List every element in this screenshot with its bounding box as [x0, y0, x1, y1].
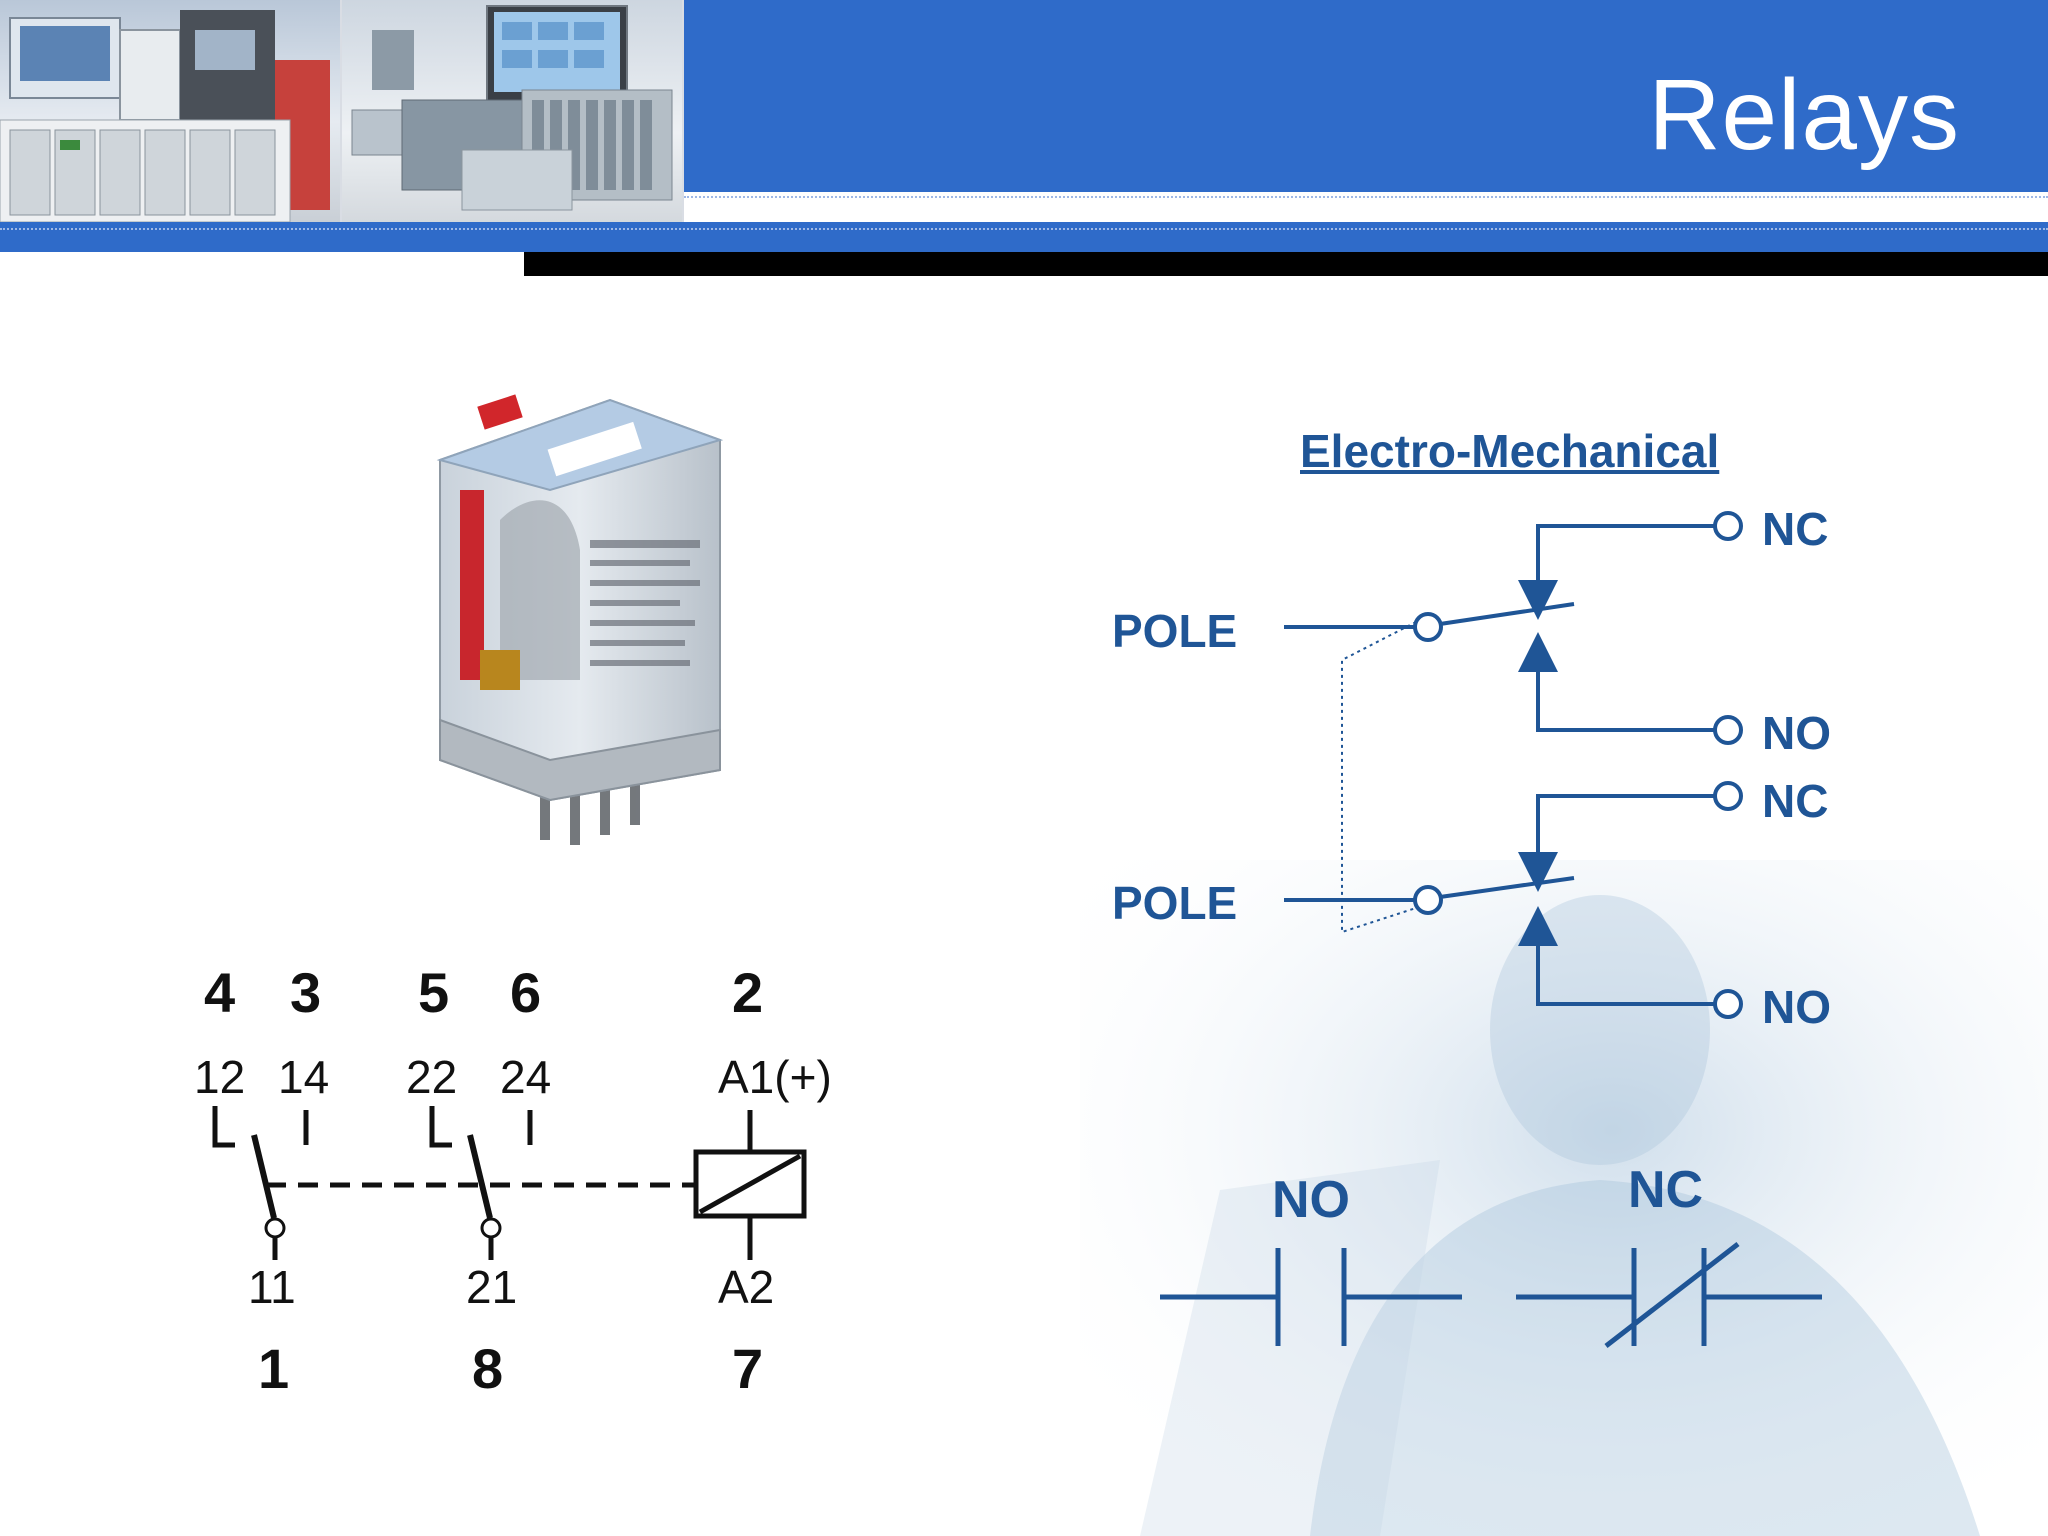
terminal-label: 21	[466, 1261, 518, 1313]
nc-symbol-label: NC	[1628, 1161, 1704, 1219]
nc-terminal-wire	[212, 1106, 235, 1148]
contact-label-no: NO	[1762, 981, 1831, 1033]
no-terminal	[1713, 715, 1743, 745]
nc-terminal	[1713, 511, 1743, 541]
dotted-rule	[684, 196, 2048, 198]
plc-modules-photo	[342, 0, 684, 222]
mechanical-link	[1341, 621, 1417, 934]
contact-blade	[251, 1134, 277, 1219]
pin-number: 4	[204, 961, 236, 1024]
pin-number: 3	[290, 961, 322, 1024]
terminal-label: A1(+)	[718, 1051, 832, 1103]
plc-modules-image	[351, 5, 673, 211]
dotted-rule	[0, 228, 2048, 230]
header-blue-strip	[0, 222, 2048, 252]
pin-number: 1	[258, 1337, 290, 1400]
electro-mechanical-diagram: Electro-Mechanical POLE POLE NC NO NC NO	[1090, 420, 1990, 1060]
contact-pivot	[480, 1217, 502, 1239]
ladder-symbols-drawing	[1160, 1242, 1822, 1348]
terminal-label: 24	[500, 1051, 552, 1103]
contact-label-nc: NC	[1762, 775, 1829, 827]
pin-number: 5	[418, 961, 450, 1024]
contact-label-no: NO	[1762, 707, 1831, 759]
terminal-label: 11	[248, 1261, 296, 1313]
plc-equipment-photo	[0, 0, 342, 222]
pole-label: POLE	[1112, 877, 1238, 929]
pin-number: 2	[732, 961, 764, 1024]
plc-equipment-image	[0, 10, 330, 222]
ladder-contact-symbols: NO NC	[1150, 1140, 1850, 1370]
diagram-heading: Electro-Mechanical	[1300, 425, 1720, 477]
pin-number: 6	[510, 961, 542, 1024]
title-band	[684, 0, 2048, 192]
dpdt-switch-schematic	[1284, 511, 1743, 1019]
contact-pivot	[264, 1217, 286, 1239]
header-black-rule	[524, 252, 2048, 276]
terminal-label: 22	[406, 1051, 458, 1103]
pin-number: 7	[732, 1337, 764, 1400]
slide-header: Relays	[0, 0, 2048, 276]
contact-label-nc: NC	[1762, 503, 1829, 555]
relay-photo	[436, 394, 724, 845]
no-terminal	[1713, 989, 1743, 1019]
pin-number: 8	[472, 1337, 504, 1400]
contact-blade	[467, 1134, 493, 1219]
switch-arm	[1439, 876, 1575, 899]
terminal-label: A2	[718, 1261, 775, 1313]
pole-label: POLE	[1112, 605, 1238, 657]
slide-title: Relays	[1648, 59, 1960, 171]
pole-terminal	[1413, 885, 1443, 915]
background-person-watermark	[1080, 860, 2048, 1536]
pinout-schematic	[212, 1106, 807, 1260]
terminal-label: 12	[194, 1051, 246, 1103]
nc-contact-slash	[1604, 1242, 1740, 1348]
nc-terminal	[1713, 781, 1743, 811]
switch-arm	[1439, 602, 1575, 626]
pole-terminal	[1413, 612, 1443, 642]
relay-pinout-diagram: 4 3 5 6 2 12 14 22 24 A1(+) 11 21 A2 1 8…	[170, 960, 890, 1420]
terminal-label: 14	[278, 1051, 330, 1103]
no-symbol-label: NO	[1272, 1171, 1350, 1229]
nc-terminal-wire	[429, 1106, 452, 1148]
